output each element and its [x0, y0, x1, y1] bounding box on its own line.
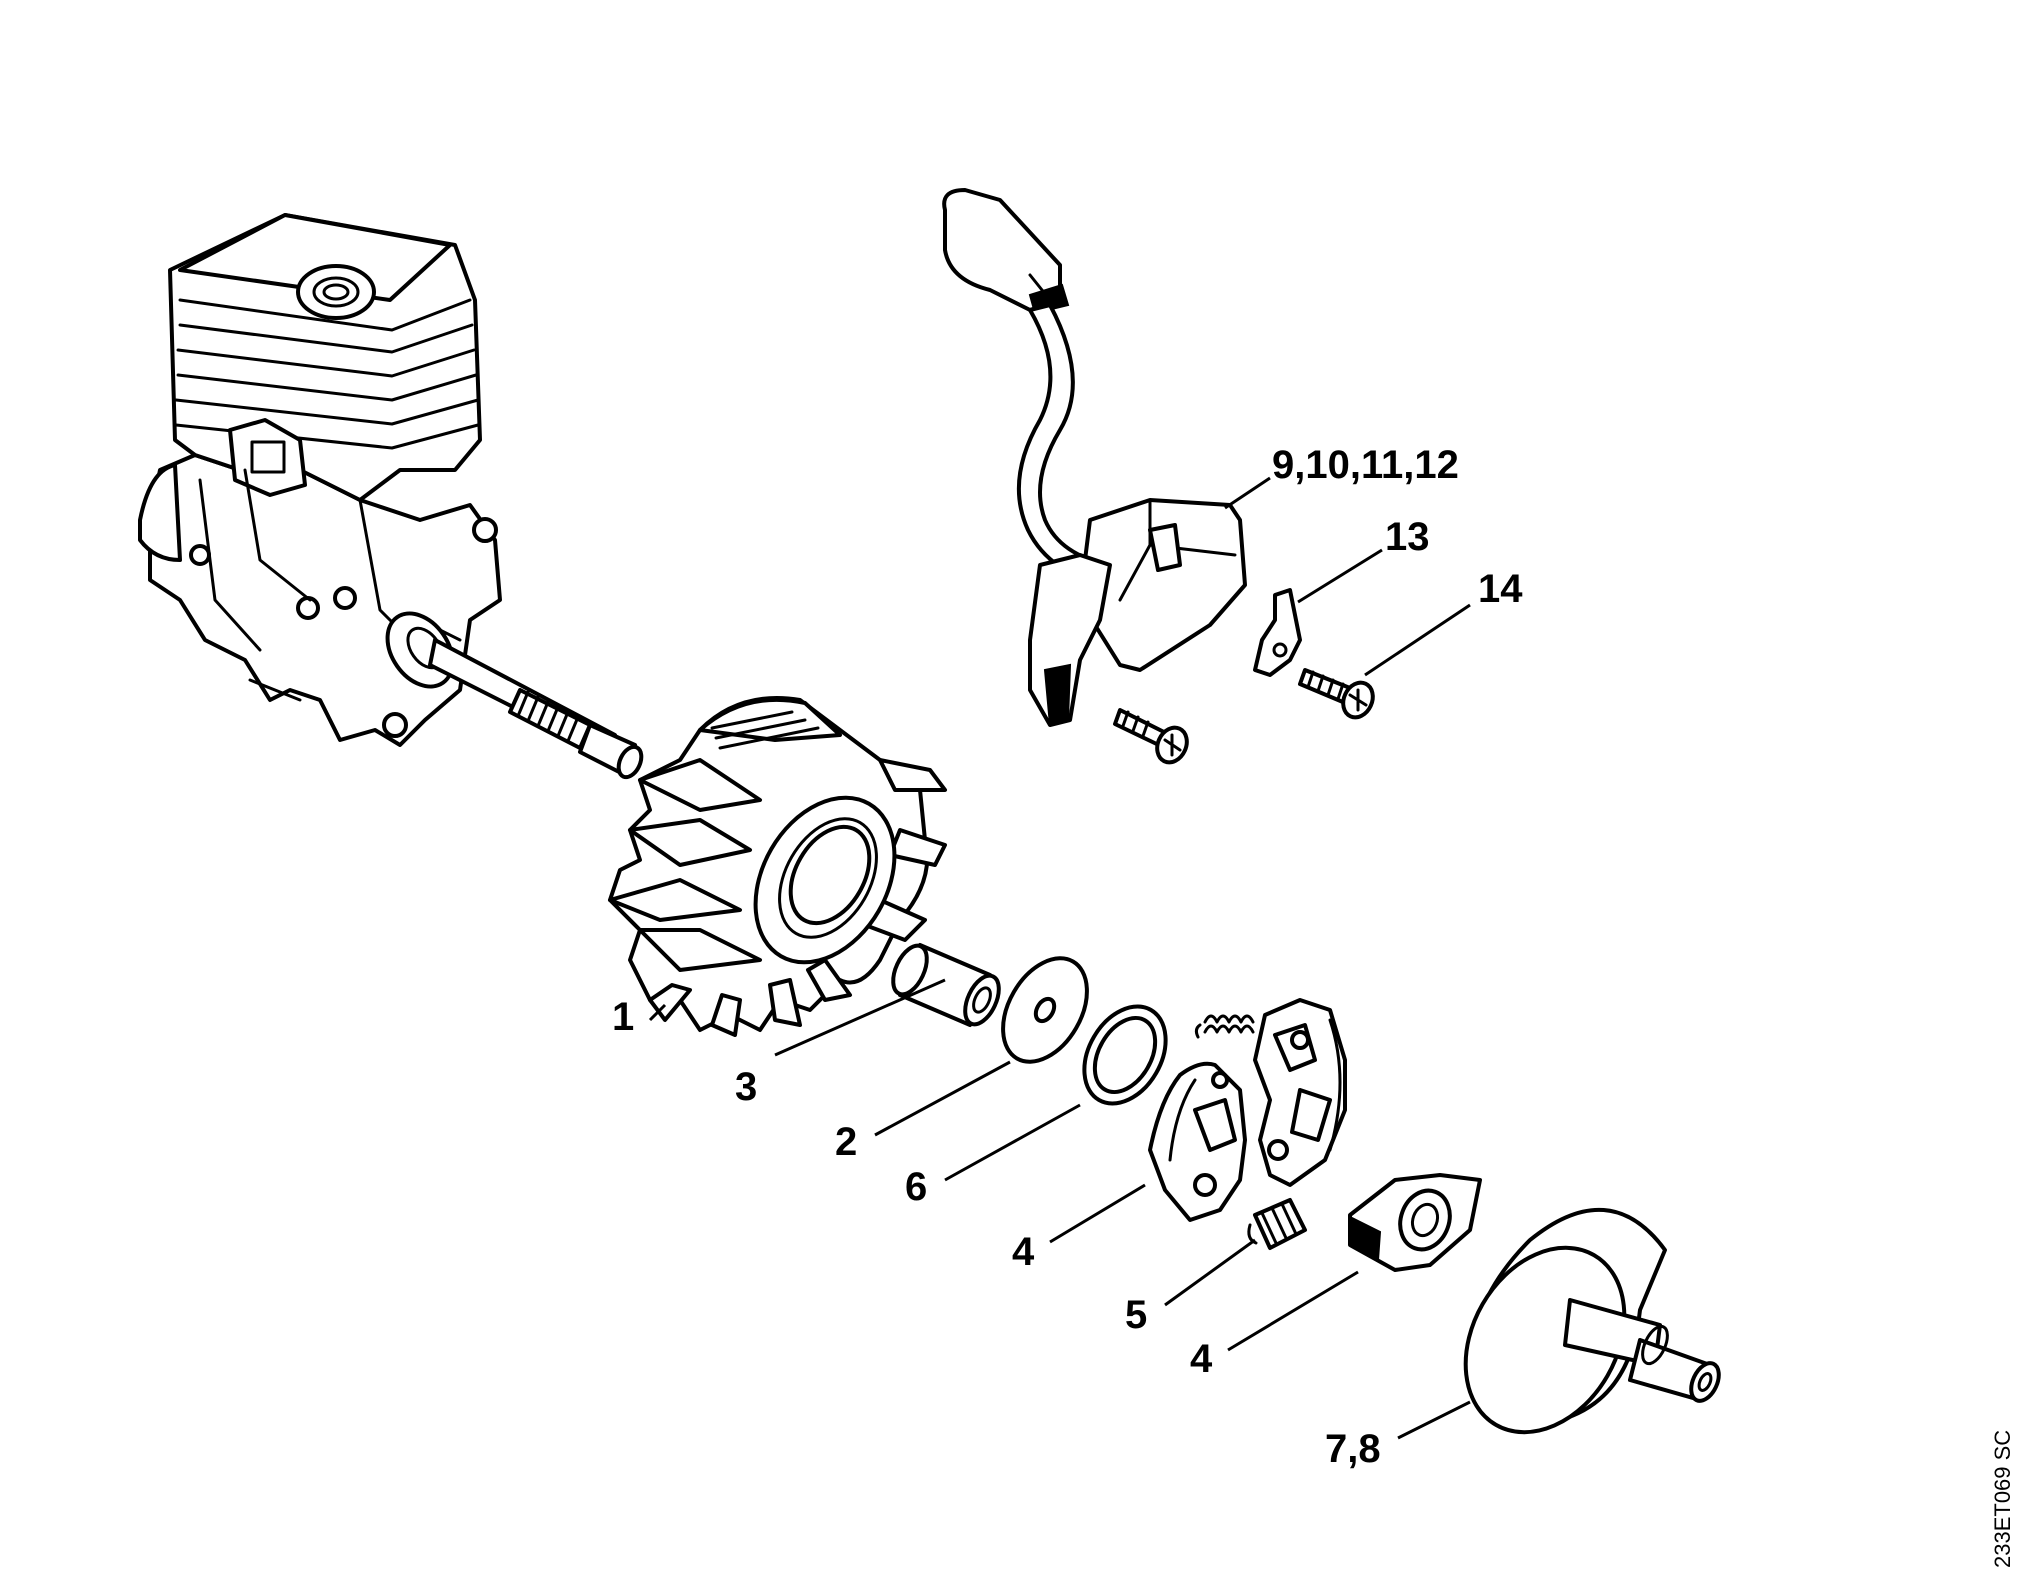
- ignition-module-part-9-12: [942, 188, 1247, 765]
- callout-4-carrier: 4: [1190, 1337, 1213, 1381]
- clutch-shoe-right-part-4: [1253, 998, 1347, 1187]
- callout-5: 5: [1125, 1293, 1147, 1337]
- callout-13: 13: [1385, 515, 1430, 559]
- callout-7-8: 7,8: [1325, 1427, 1381, 1471]
- callout-2: 2: [835, 1120, 857, 1164]
- callout-labels: 1 3 2 6 4 5 4 7,8 9,10,11,12 13 14: [612, 443, 1523, 1471]
- clutch-drum-part-7-8: [1463, 1207, 1721, 1435]
- drawing-code: 233ET069 SC: [1990, 1430, 2015, 1568]
- engine-cylinder-assembly: [138, 213, 644, 780]
- callout-4-shoe: 4: [1012, 1230, 1035, 1274]
- clutch-spring-bottom-part-5: [1247, 1198, 1307, 1250]
- callout-14: 14: [1478, 567, 1523, 611]
- clutch-carrier-part-4: [1348, 1173, 1482, 1272]
- terminal-plate-part-13: [1253, 588, 1302, 677]
- callout-3: 3: [735, 1065, 757, 1109]
- clutch-shoe-left-part-4: [1148, 1061, 1247, 1222]
- clutch-spring-top-part-5: [1194, 1014, 1255, 1039]
- sleeve-part-3: [891, 943, 1001, 1027]
- ring-part-6: [1082, 1004, 1168, 1106]
- screw-part-14: [1298, 668, 1375, 720]
- washer-part-2: [1001, 956, 1089, 1064]
- callout-6: 6: [905, 1165, 927, 1209]
- callout-9-10-11-12: 9,10,11,12: [1272, 443, 1459, 487]
- flywheel-fan-part-1: [608, 696, 947, 1037]
- callout-1: 1: [612, 995, 634, 1039]
- leader-lines: [648, 476, 1471, 1440]
